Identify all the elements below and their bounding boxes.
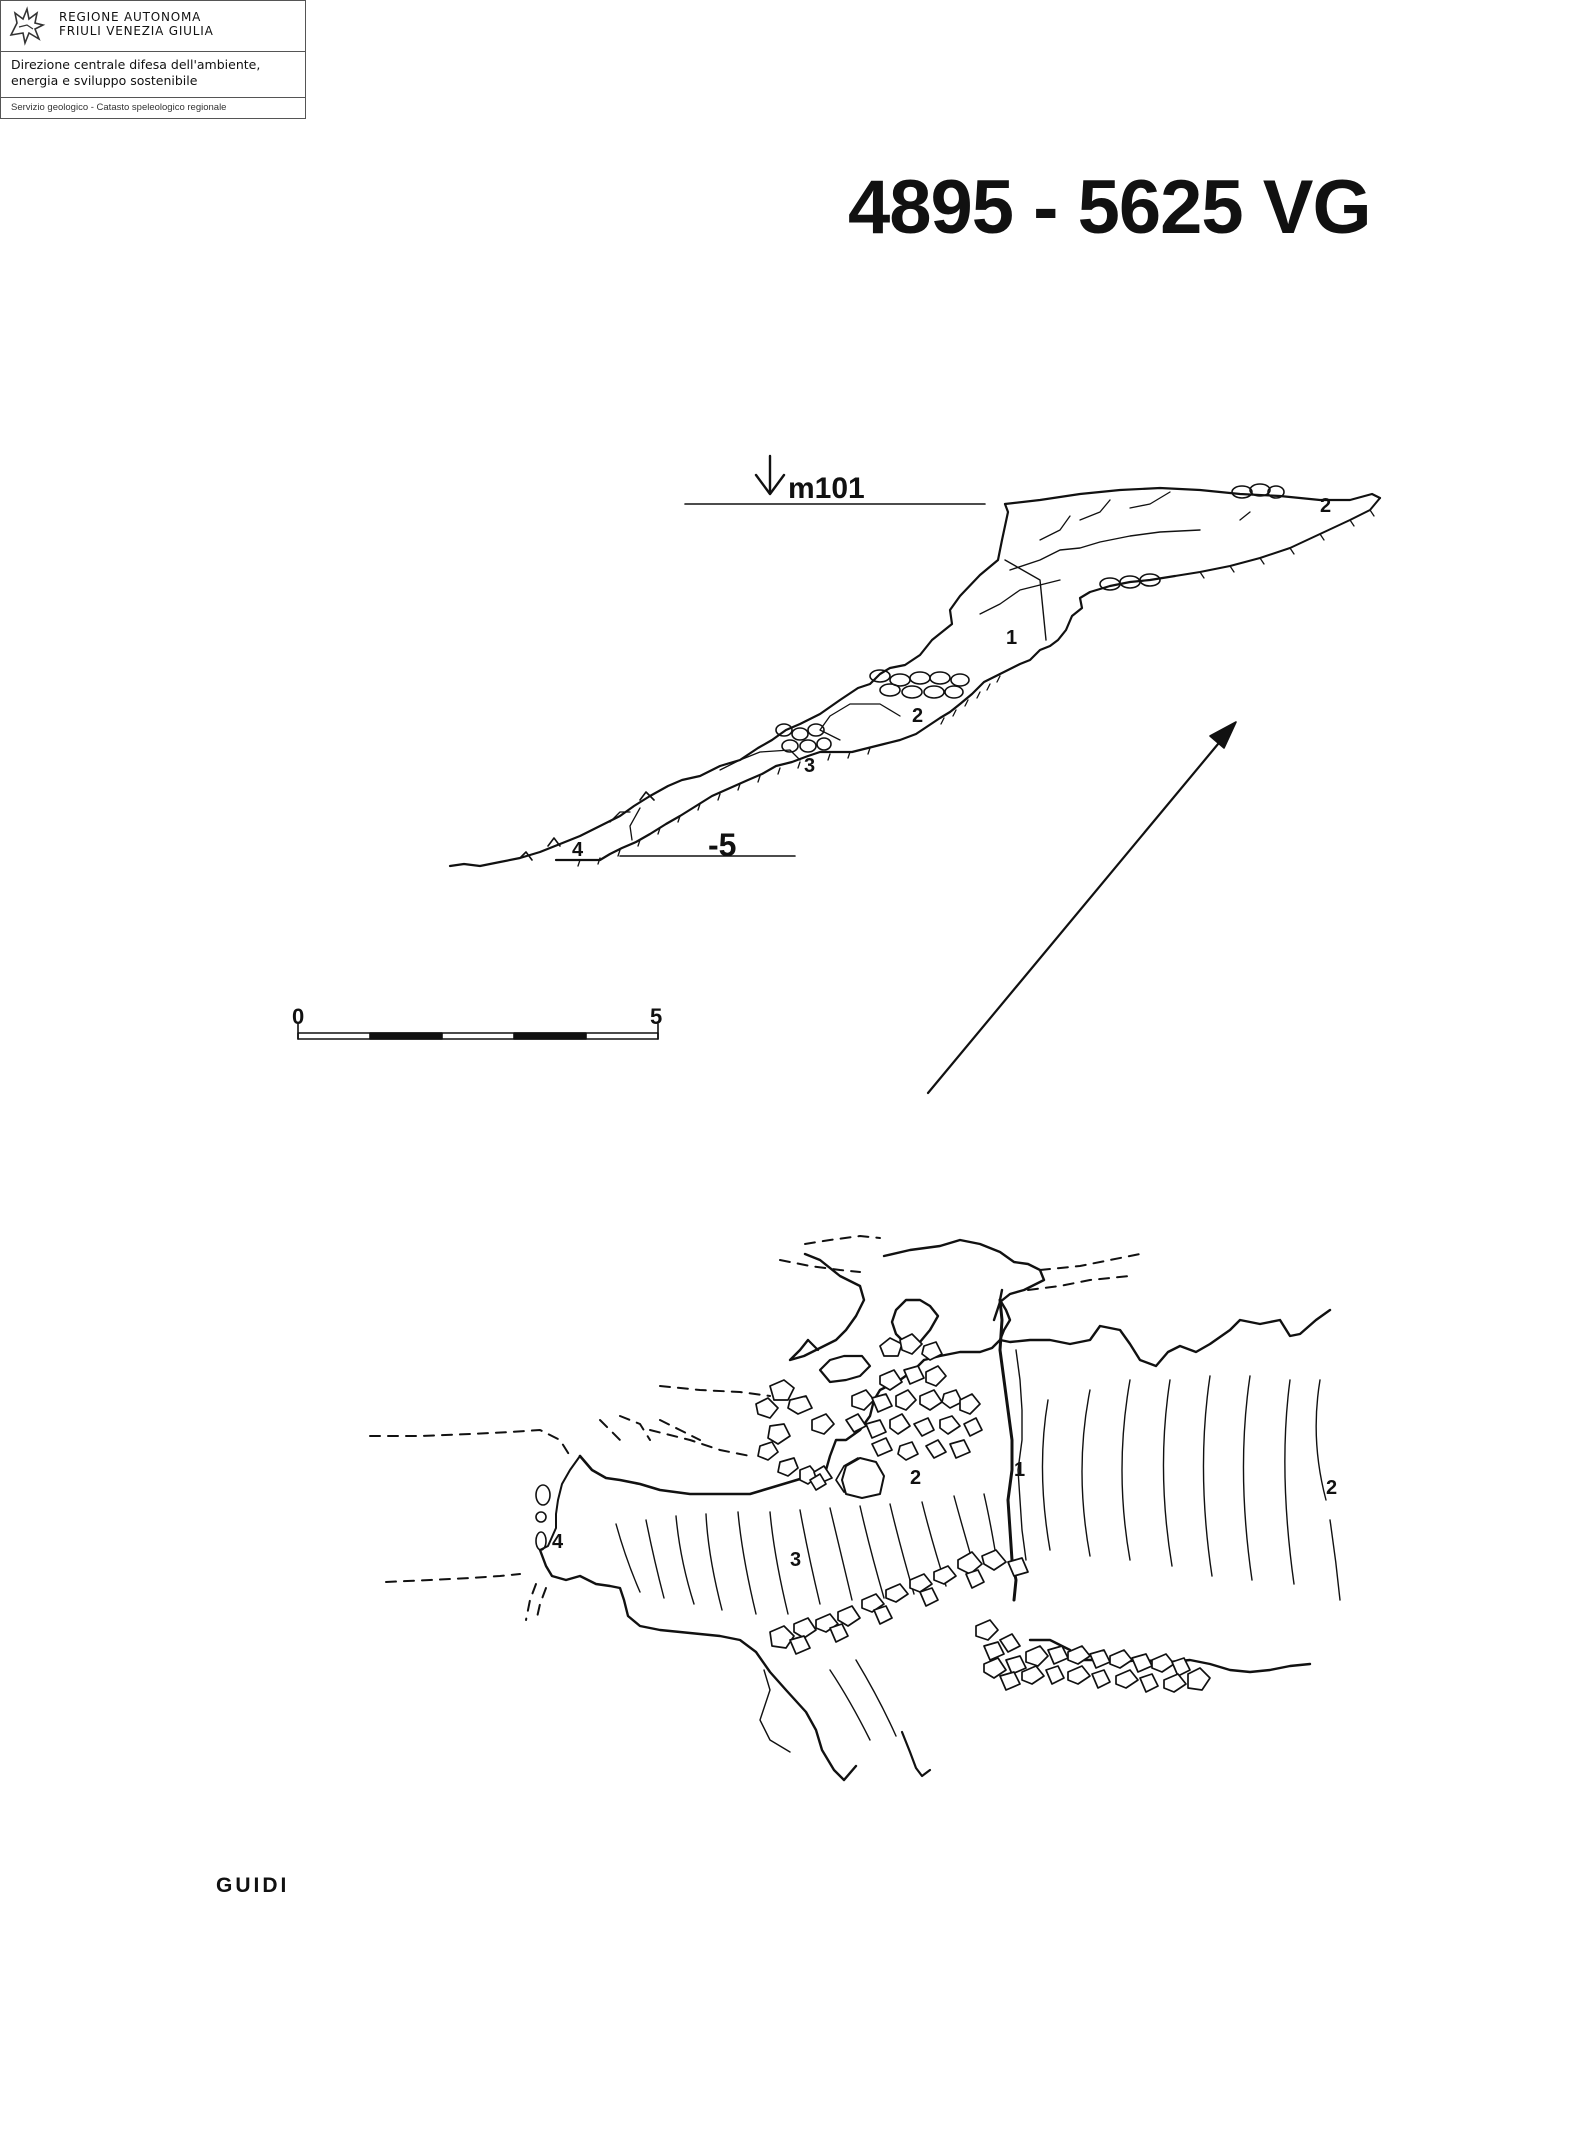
plan-marker-3: 3: [790, 1549, 801, 1571]
plan-marker-4: 4: [552, 1531, 564, 1553]
plan-contours-right: [1041, 1375, 1341, 1601]
section-floor: [554, 574, 1177, 862]
plan-right-upper-wall: [998, 1308, 1332, 1368]
scale-end-label: 5: [650, 1004, 662, 1029]
header-box: REGIONE AUTONOMA FRIULI VENEZIA GIULIA D…: [0, 0, 306, 119]
plan-step-1: [998, 1298, 1018, 1602]
plan-marker-2b: 2: [1326, 1477, 1337, 1499]
servizio-label: Servizio geologico - Catasto speleologic…: [11, 102, 227, 113]
section-right-slope: [1174, 497, 1381, 577]
plan-labels: 1 2 2 3 4: [552, 1459, 1337, 1571]
scale-start-label: 0: [292, 1004, 304, 1029]
eagle-icon: [9, 6, 46, 46]
plan-top-bulge: [882, 1238, 1046, 1322]
region-line2: FRIULI VENEZIA GIULIA: [59, 24, 214, 38]
depth-label: -5: [708, 827, 736, 863]
section-marker-1: 1: [1006, 627, 1017, 649]
section-ceiling: [448, 502, 1010, 868]
plan-pillar: [890, 1298, 940, 1344]
direzione-name: Direzione centrale difesa dell'ambiente,…: [11, 57, 260, 89]
section-marker-2a: 2: [1320, 495, 1331, 517]
entrance-depth-label: m101: [788, 472, 865, 505]
section-boulders: [775, 483, 1285, 753]
section-marker-2b: 2: [912, 705, 923, 727]
header-divider: [1, 97, 305, 98]
entrance-arrowhead-icon: [754, 473, 786, 496]
section-marker-3: 3: [804, 755, 815, 777]
plan-contours-left: [615, 1493, 997, 1741]
direzione-line1: Direzione centrale difesa dell'ambiente,: [11, 57, 261, 72]
direzione-line2: energia e sviluppo sostenibile: [11, 73, 198, 88]
scale-labels: 0 5: [292, 1004, 662, 1029]
plan-marker-2a: 2: [910, 1467, 921, 1489]
region-name: REGIONE AUTONOMA FRIULI VENEZIA GIULIA: [59, 10, 214, 38]
plan-marker-1: 1: [1014, 1459, 1025, 1481]
plan-boulders-upper: [755, 1333, 983, 1493]
region-line1: REGIONE AUTONOMA: [59, 10, 202, 24]
cave-section: [448, 454, 1382, 868]
header-top: REGIONE AUTONOMA FRIULI VENEZIA GIULIA: [1, 1, 305, 52]
cave-plan: [369, 1235, 1341, 1782]
section-surface: [1003, 486, 1382, 506]
plan-dashed-contours: [369, 1235, 1141, 1623]
plan-north-wall: [578, 1454, 828, 1496]
section-marker-4: 4: [572, 839, 584, 861]
plan-south-wall: [538, 1548, 858, 1782]
cave-number-title: 4895 - 5625 VG: [848, 165, 1372, 250]
plan-boulders-lower: [975, 1619, 1211, 1693]
section-labels: m101 -5 1 2 2 3 4: [572, 472, 1331, 863]
author-label: GUIDI: [216, 1874, 290, 1897]
plan-boulders-middle: [769, 1549, 1029, 1655]
scale-bar: [297, 1023, 659, 1040]
north-arrow-icon: [926, 721, 1237, 1095]
section-detail-lines: [1004, 529, 1201, 641]
